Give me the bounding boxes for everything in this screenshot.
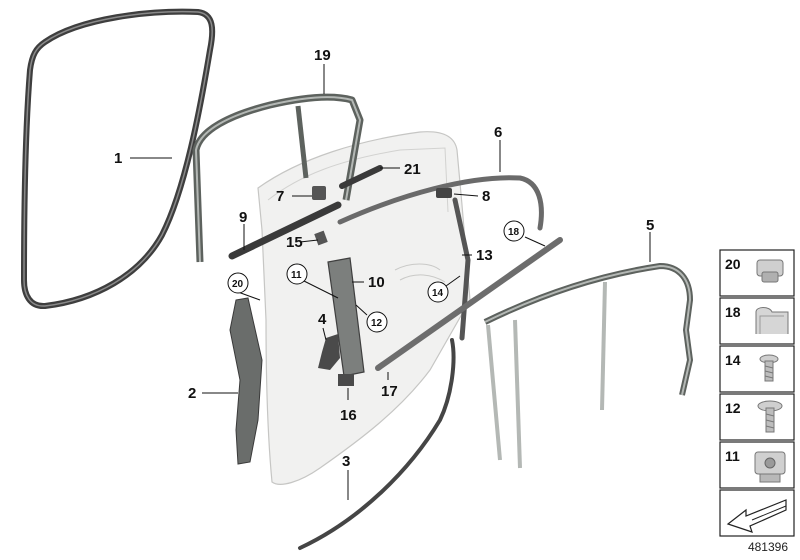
cap-piece-15 [314, 230, 328, 246]
glass-run-channel [483, 263, 693, 469]
callout-circled: 18 [503, 220, 525, 242]
callout-label: 18 [508, 227, 520, 238]
callout-label: 9 [239, 209, 247, 226]
callout-label: 1 [114, 150, 122, 167]
fastener-legend: 20 18 14 12 11 [719, 249, 795, 537]
bracket-piece-8 [436, 188, 452, 198]
callouts: 1 19 6 21 7 8 9 18 5 15 13 11 10 20 14 1… [114, 47, 654, 470]
inner-belt-strip [339, 165, 383, 189]
callout-label: 19 [314, 47, 331, 64]
callout-label: 6 [494, 124, 502, 141]
screw-icon [759, 354, 779, 382]
clip-icon [756, 259, 784, 283]
outer-belt-strip [228, 201, 342, 260]
bracket-piece-4 [318, 334, 340, 370]
lower-door-seal [298, 338, 456, 550]
legend-number: 14 [725, 352, 741, 368]
callout-label: 5 [646, 217, 654, 234]
diagram-reference-number: 481396 [747, 540, 788, 554]
callout-label: 13 [476, 247, 493, 264]
retainer-clip-icon [755, 307, 789, 334]
door-seal-loop [21, 8, 216, 310]
legend-number: 12 [725, 400, 741, 416]
rear-door-panel [257, 131, 471, 485]
leader-lines [130, 64, 651, 500]
callout-label: 3 [342, 453, 350, 470]
callout-label: 2 [188, 385, 196, 402]
upper-trim-strip [337, 175, 544, 231]
legend-number: 20 [725, 256, 741, 272]
legend-number: 11 [725, 448, 740, 464]
callout-label: 15 [286, 234, 303, 251]
callout-label: 21 [404, 161, 421, 178]
pillar-trim [327, 257, 365, 377]
callout-label: 17 [381, 383, 398, 400]
callout-circled: 11 [286, 263, 308, 285]
legend-number: 18 [725, 304, 741, 320]
callout-circled: 12 [366, 311, 388, 333]
callout-label: 12 [371, 318, 383, 329]
flange-screw-icon [757, 400, 783, 433]
callout-label: 16 [340, 407, 357, 424]
callout-circled: 20 [227, 272, 249, 294]
bracket-piece-16 [338, 374, 354, 386]
callout-label: 20 [232, 279, 244, 290]
callout-label: 10 [368, 274, 385, 291]
callout-label: 8 [482, 188, 490, 205]
callout-label: 7 [276, 188, 284, 205]
lower-guide-rail [375, 237, 563, 371]
pillar-bracket [229, 297, 263, 465]
callout-circled: 14 [427, 281, 449, 303]
window-frame-trim [192, 93, 364, 263]
callout-label: 4 [318, 311, 327, 328]
window-guide-rail [452, 197, 471, 341]
bracket-piece-7 [312, 186, 326, 200]
callout-label: 11 [291, 270, 302, 281]
callout-label: 14 [432, 288, 444, 299]
direction-arrow-icon [726, 499, 787, 533]
nut-clip-icon [754, 451, 786, 483]
